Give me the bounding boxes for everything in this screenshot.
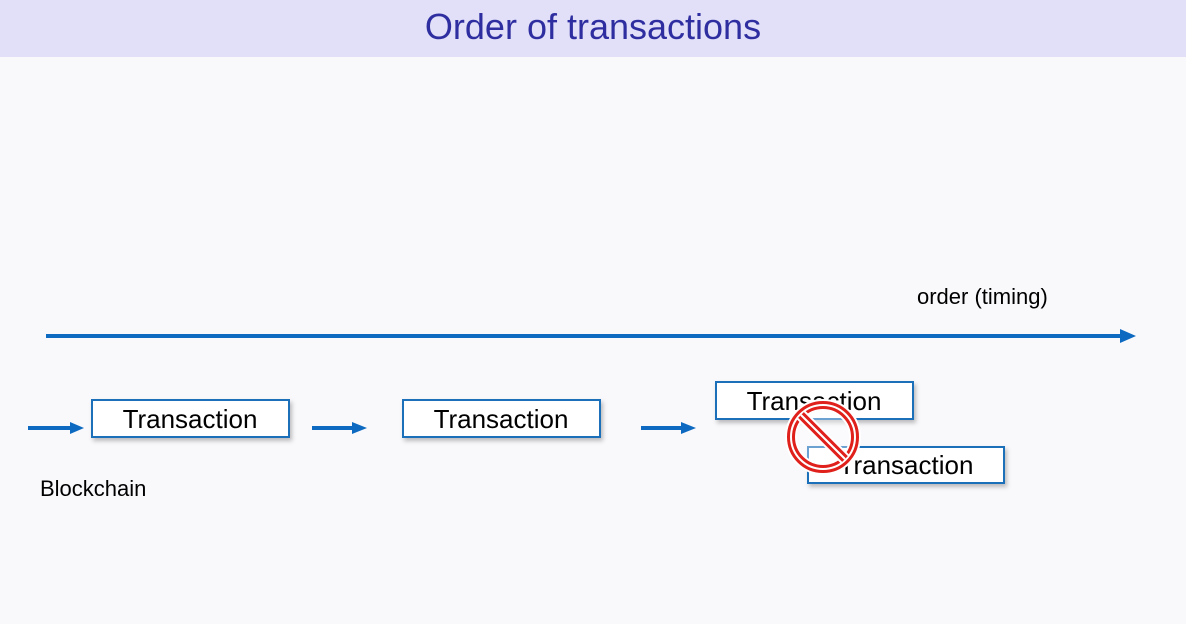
chain-arrow-2 (312, 422, 367, 434)
transaction-box-1: Transaction (91, 399, 290, 438)
transaction-label-2: Transaction (434, 404, 569, 434)
page-title: Order of transactions (424, 5, 762, 47)
chain-arrow-3 (641, 422, 696, 434)
transaction-box-2: Transaction (402, 399, 601, 438)
timing-axis-arrowhead (1120, 329, 1136, 343)
title-bar: Order of transactions (0, 0, 1186, 57)
transaction-label-1: Transaction (123, 404, 258, 434)
prohibited-icon (785, 399, 861, 475)
blockchain-label: Blockchain (40, 476, 146, 501)
transaction-label-4: Transaction (839, 450, 974, 480)
timing-axis-label: order (timing) (917, 284, 1048, 309)
timing-axis (46, 329, 1136, 343)
chain-arrow-1 (28, 422, 84, 434)
